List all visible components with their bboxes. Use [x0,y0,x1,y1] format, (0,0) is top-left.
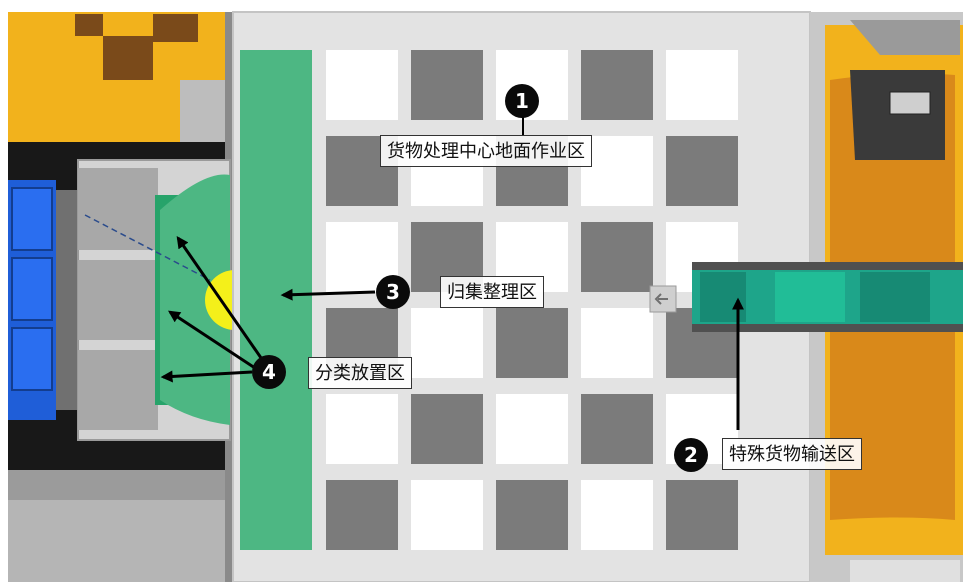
floor-tiles [326,50,738,550]
callout-arrows [160,117,744,430]
special-cargo-conveyor [649,262,963,332]
green-sorting-strip [240,50,312,550]
containers [8,180,78,420]
